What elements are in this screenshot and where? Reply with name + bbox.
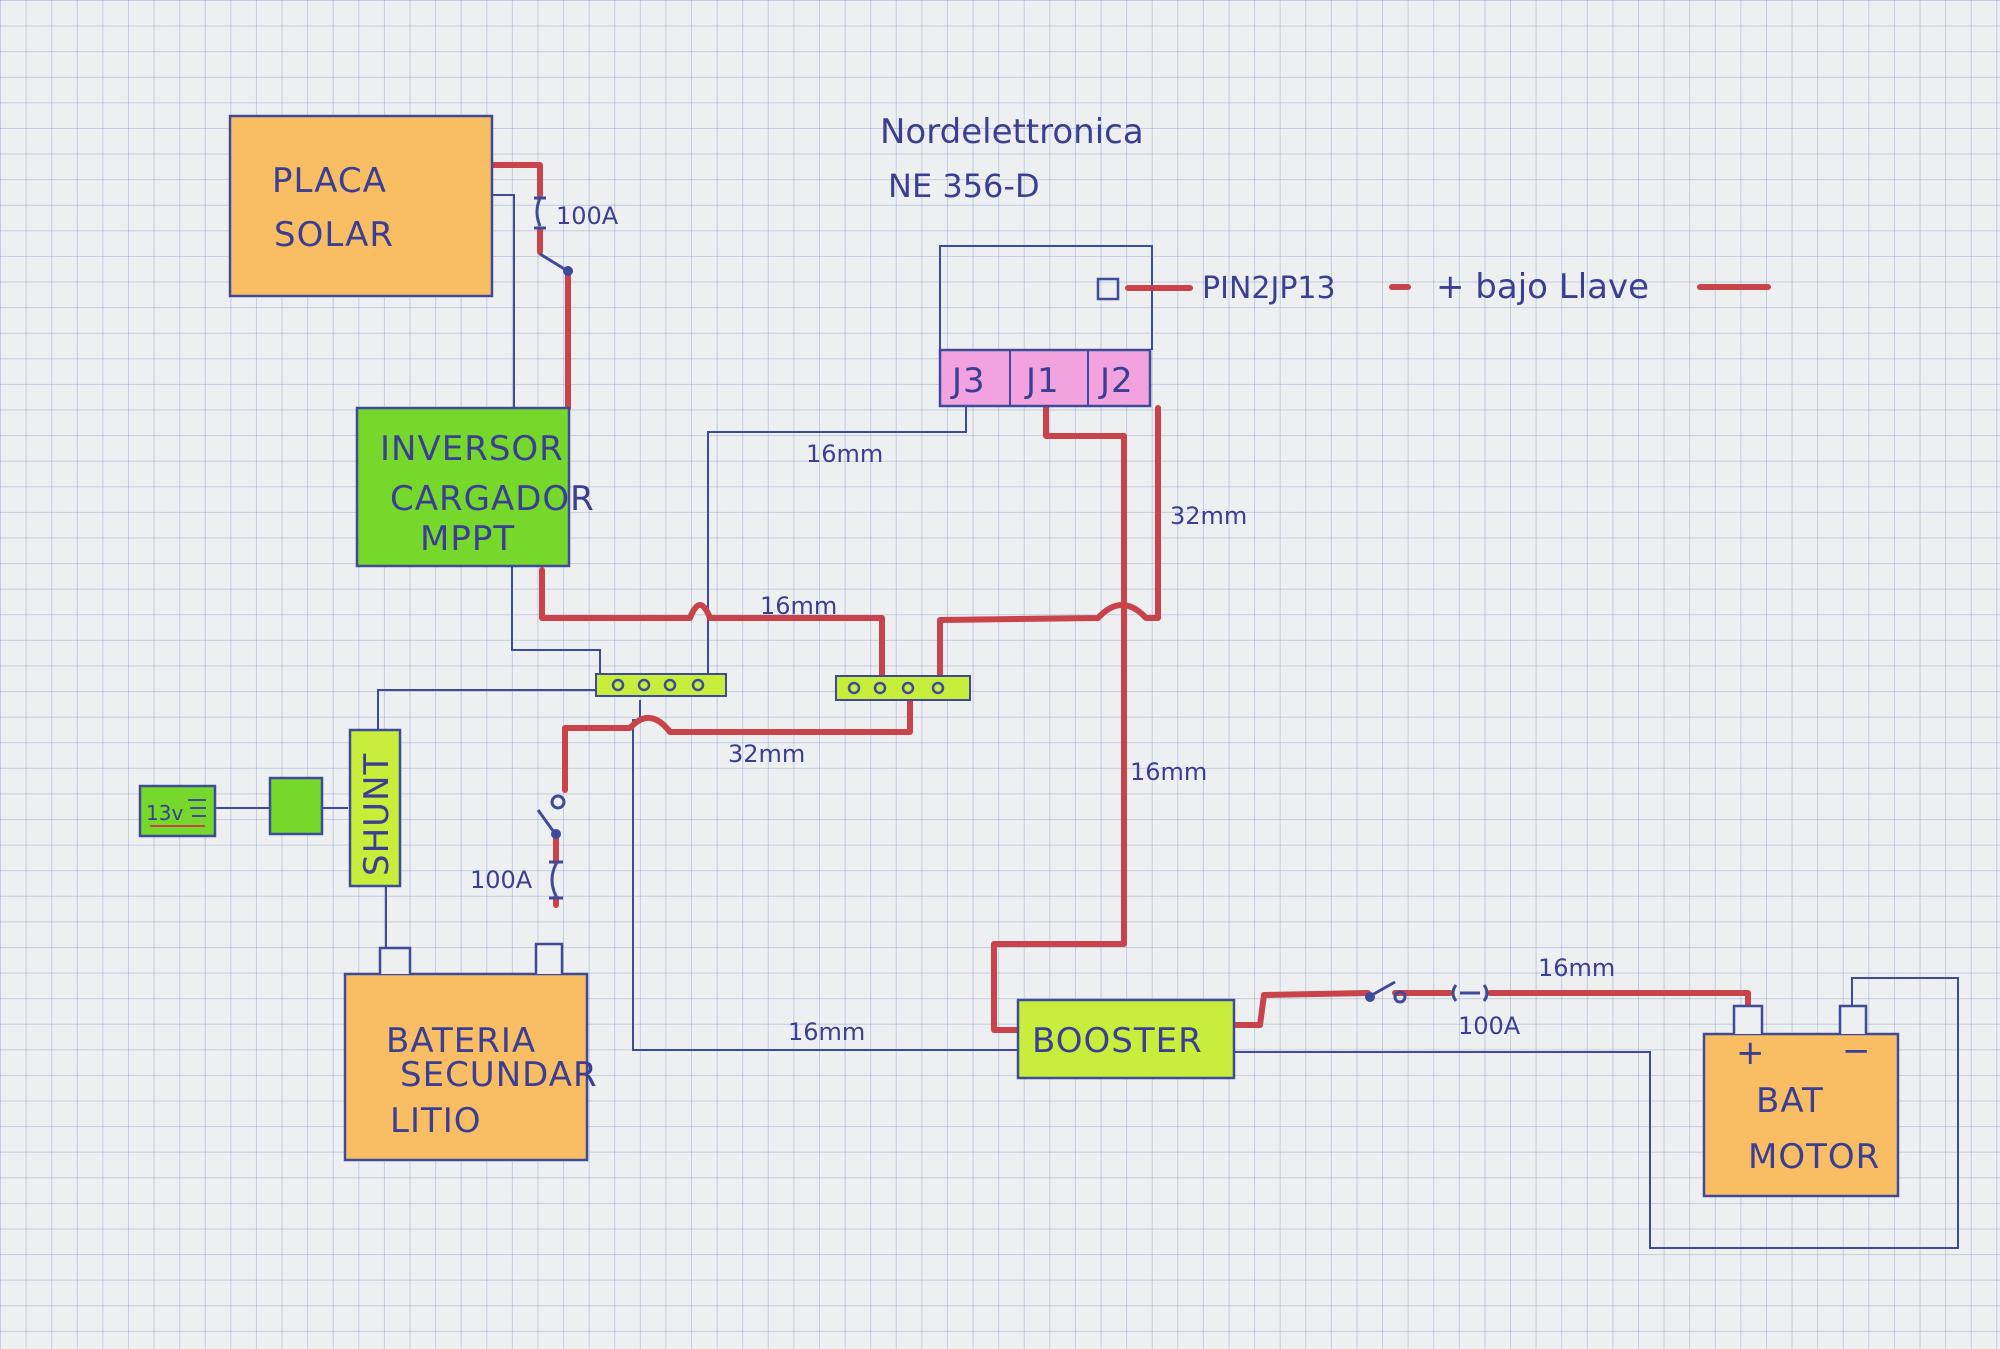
title-line1: Nordelettronica	[880, 112, 1144, 152]
monitor-label: 13v	[146, 801, 183, 825]
battery-label-line2: SECUNDAR	[400, 1055, 598, 1095]
solar-panel: PLACA SOLAR	[228, 114, 494, 298]
motor-battery: + − BAT MOTOR	[1702, 1004, 1900, 1198]
shunt-label: SHUNT	[357, 753, 397, 876]
terminal-j1: J1	[1024, 361, 1060, 401]
positive-busbar	[835, 675, 971, 701]
monitor-module	[268, 776, 324, 836]
wire-label-controller-busbar: 16mm	[806, 440, 883, 468]
terminal-j2: J2	[1098, 361, 1134, 401]
controller-unit: J3 J1 J2 PIN2JP13 + bajo Llave	[938, 267, 1649, 408]
inverter-label-line2: CARGADOR	[390, 479, 595, 519]
negative-wires	[215, 194, 1959, 1249]
negative-busbar	[595, 673, 727, 697]
booster-label: BOOSTER	[1032, 1021, 1203, 1061]
wire-label-battery-busbar: 32mm	[728, 740, 805, 768]
terminal-j3: J3	[950, 361, 986, 401]
solar-label-line2: SOLAR	[274, 215, 394, 255]
battery-fuse: 100A	[470, 794, 566, 900]
motor-battery-plus: +	[1736, 1033, 1766, 1073]
wire-label-booster-negative: 16mm	[788, 1018, 865, 1046]
wire-label-motor-positive: 16mm	[1538, 954, 1615, 982]
booster: BOOSTER	[1016, 998, 1236, 1080]
inverter-charger: INVERSOR CARGADOR MPPT	[355, 406, 595, 568]
positive-wires	[491, 162, 1771, 1033]
secondary-battery: BATERIA SECUNDAR LITIO	[343, 942, 598, 1162]
title-line2: NE 356-D	[888, 167, 1040, 205]
motor-battery-minus: −	[1842, 1031, 1872, 1071]
battery-label-line1: BATERIA	[386, 1021, 536, 1061]
pin-label: PIN2JP13	[1202, 271, 1336, 306]
solar-fuse-label: 100A	[556, 202, 619, 230]
key-label: + bajo Llave	[1436, 267, 1649, 307]
motor-battery-line1: BAT	[1756, 1081, 1824, 1121]
battery-label-line3: LITIO	[390, 1101, 482, 1141]
solar-fuse: 100A	[534, 196, 619, 230]
battery-fuse-label: 100A	[470, 866, 533, 894]
motor-fuse-label: 100A	[1458, 1012, 1521, 1040]
wire-label-j1-booster: 16mm	[1130, 758, 1207, 786]
battery-monitor: 13v	[138, 784, 217, 838]
inverter-label-line3: MPPT	[420, 519, 515, 559]
wire-label-j2: 32mm	[1170, 502, 1247, 530]
motor-battery-line2: MOTOR	[1748, 1137, 1880, 1177]
motor-switch-fuse: 100A	[1365, 980, 1521, 1040]
solar-switch	[539, 252, 573, 276]
wire-label-inverter-busbar: 16mm	[760, 592, 837, 620]
shunt: SHUNT	[348, 728, 402, 888]
solar-label-line1: PLACA	[272, 161, 387, 201]
inverter-label-line1: INVERSOR	[380, 429, 564, 469]
